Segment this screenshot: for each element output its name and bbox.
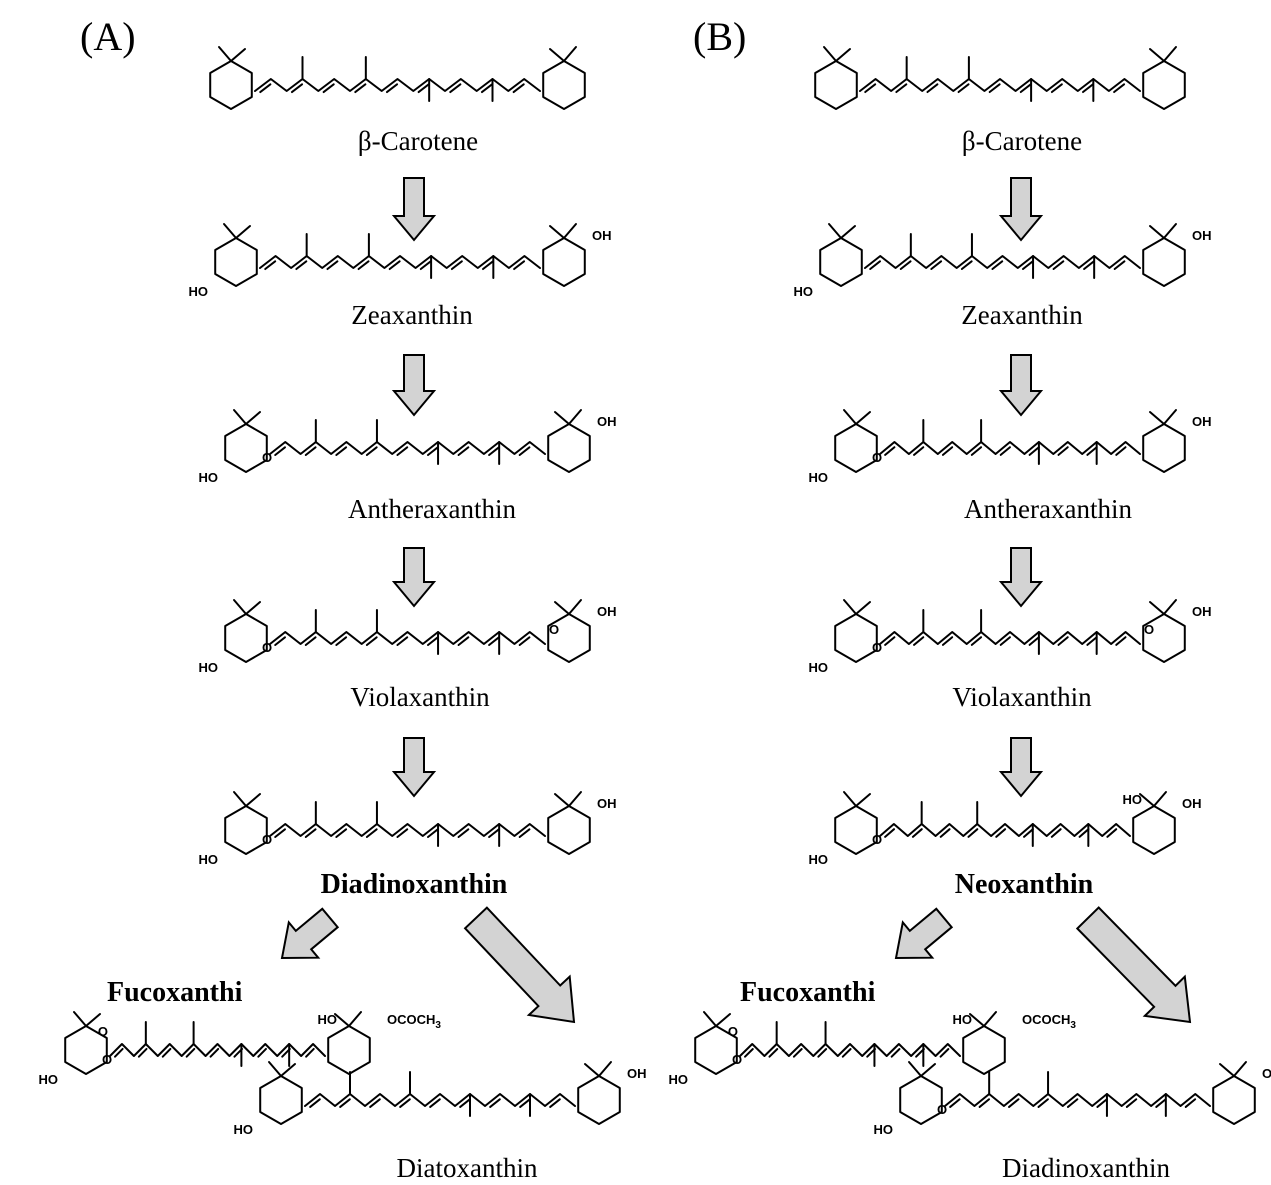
panel-b-beta-carotene (814, 46, 1186, 110)
panel-a-zeaxanthin-hydroxyl-left: HO (189, 284, 209, 299)
panel-b-violaxanthin-epoxide-right: O (1144, 622, 1154, 637)
panel-a-diadinoxanthin: HO OH O (199, 791, 617, 867)
panel-b-violaxanthin: HO OH O O (809, 599, 1212, 675)
panel-b-label-beta-carotene: β-Carotene (962, 126, 1082, 156)
panel-b-zeaxanthin-hydroxyl-right: OH (1192, 228, 1212, 243)
panel-a-label-fucoxanthin: Fucoxanthi (107, 977, 243, 1008)
panel-a-diatoxanthin-hydroxyl-left: HO (234, 1122, 254, 1137)
panel-a-label-antheraxanthin: Antheraxanthin (348, 494, 516, 524)
panel-b-violaxanthin-hydroxyl-right: OH (1192, 604, 1212, 619)
panel-a-fucoxanthin-carbonyl: O (98, 1024, 108, 1039)
panel-b-label-antheraxanthin: Antheraxanthin (964, 494, 1132, 524)
panel-a-label-zeaxanthin: Zeaxanthin (351, 300, 473, 330)
panel-b-diadinoxanthin-hydroxyl-left: HO (874, 1122, 894, 1137)
panel-b-zeaxanthin: HO OH (794, 223, 1212, 299)
panel-b-fucoxanthin-hydroxyl-mid: HO (953, 1012, 973, 1027)
panel-b-violaxanthin-hydroxyl-left: HO (809, 660, 829, 675)
panel-a-label-diatoxanthin: Diatoxanthin (397, 1153, 538, 1183)
panel-b-label-neoxanthin: Neoxanthin (955, 869, 1094, 900)
panel-a-label-diadinoxanthin: Diadinoxanthin (321, 869, 508, 900)
panel-b-neoxanthin-hydroxyl-right: OH (1182, 796, 1202, 811)
panel-a-violaxanthin-hydroxyl-left: HO (199, 660, 219, 675)
structures: HOOHHOOHOHOOHOOHOOHOHOOOOCOCH3HOHOOHHOOH… (39, 46, 1271, 1137)
panel-a-arrow-3 (391, 547, 437, 608)
panel-a-arrow-4 (391, 737, 437, 798)
arrows (280, 177, 1192, 1024)
panel-a-arrow-1 (391, 177, 437, 242)
panel-a-fucoxanthin-hydroxyl-mid: HO (318, 1012, 338, 1027)
panel-b-neoxanthin-epoxide-left: O (872, 832, 882, 847)
panel-b-antheraxanthin-epoxide-left: O (872, 450, 882, 465)
panel-b-arrow-2 (998, 354, 1044, 417)
panel-b-neoxanthin: HO OH O HO (809, 791, 1202, 867)
panel-a-arrow-to-diatoxanthin (463, 906, 576, 1024)
panel-b-label-zeaxanthin: Zeaxanthin (961, 300, 1083, 330)
panel-b-fucoxanthin-acetate: OCOCH3 (1022, 1012, 1076, 1031)
panel-b-label: (B) (693, 14, 746, 59)
panel-a-violaxanthin-epoxide-left: O (262, 640, 272, 655)
panel-a-diatoxanthin-hydroxyl-right: OH (627, 1066, 647, 1081)
panel-a-diadinoxanthin-hydroxyl-right: OH (597, 796, 617, 811)
panel-a-beta-carotene (209, 46, 586, 110)
panel-b-diadinoxanthin-hydroxyl-right: OH (1262, 1066, 1271, 1081)
panel-a-zeaxanthin: HO OH (189, 223, 612, 299)
panel-a-arrow-to-fucoxanthin (280, 907, 340, 960)
panel-a-label-beta-carotene: β-Carotene (358, 126, 478, 156)
panel-b-diadinoxanthin: HO OH O (874, 1061, 1271, 1137)
panel-b-violaxanthin-epoxide-left: O (872, 640, 882, 655)
panel-b-fucoxanthin-hydroxyl-left: HO (669, 1072, 689, 1087)
panel-a-antheraxanthin-epoxide-left: O (262, 450, 272, 465)
panel-b-neoxanthin-hydroxyl-left: HO (809, 852, 829, 867)
panel-b-label-fucoxanthin: Fucoxanthi (740, 977, 876, 1008)
panel-a-diatoxanthin: HO OH (234, 1061, 647, 1137)
panel-b-label-violaxanthin: Violaxanthin (952, 682, 1092, 712)
panel-b-antheraxanthin-hydroxyl-right: OH (1192, 414, 1212, 429)
panel-a-violaxanthin-hydroxyl-right: OH (597, 604, 617, 619)
panel-b-arrow-3 (998, 547, 1044, 608)
panel-a-fucoxanthin-hydroxyl-left: HO (39, 1072, 59, 1087)
panel-b-fucoxanthin-carbonyl: O (728, 1024, 738, 1039)
panel-b-arrow-to-fucoxanthin (894, 907, 954, 960)
panel-a-violaxanthin: HO OH O O (199, 599, 617, 675)
panel-a-fucoxanthin-acetate: OCOCH3 (387, 1012, 441, 1031)
panel-b-neoxanthin-hydroxyl-mid: HO (1123, 792, 1143, 807)
panel-a-zeaxanthin-hydroxyl-right: OH (592, 228, 612, 243)
panel-a-fucoxanthin-epoxide-left: O (102, 1052, 112, 1067)
panel-a-label-violaxanthin: Violaxanthin (350, 682, 490, 712)
panel-b-fucoxanthin-epoxide-left: O (732, 1052, 742, 1067)
panel-b-arrow-4 (998, 737, 1044, 798)
panel-a-antheraxanthin: HO OH O (199, 409, 617, 485)
panel-a-antheraxanthin-hydroxyl-left: HO (199, 470, 219, 485)
panel-b-zeaxanthin-hydroxyl-left: HO (794, 284, 814, 299)
panel-a-antheraxanthin-hydroxyl-right: OH (597, 414, 617, 429)
panel-a-diadinoxanthin-hydroxyl-left: HO (199, 852, 219, 867)
panel-a-label: (A) (80, 14, 136, 59)
panel-b-arrow-1 (998, 177, 1044, 242)
panel-b-arrow-to-diadinoxanthin (1075, 906, 1192, 1024)
panel-b-label-diadinoxanthin: Diadinoxanthin (1002, 1153, 1170, 1183)
panel-a-violaxanthin-epoxide-right: O (549, 622, 559, 637)
panel-b-antheraxanthin-hydroxyl-left: HO (809, 470, 829, 485)
panel-a-diadinoxanthin-epoxide-left: O (262, 832, 272, 847)
panel-b-antheraxanthin: HO OH O (809, 409, 1212, 485)
panel-b-diadinoxanthin-epoxide-left: O (937, 1102, 947, 1117)
panel-a-arrow-2 (391, 354, 437, 417)
